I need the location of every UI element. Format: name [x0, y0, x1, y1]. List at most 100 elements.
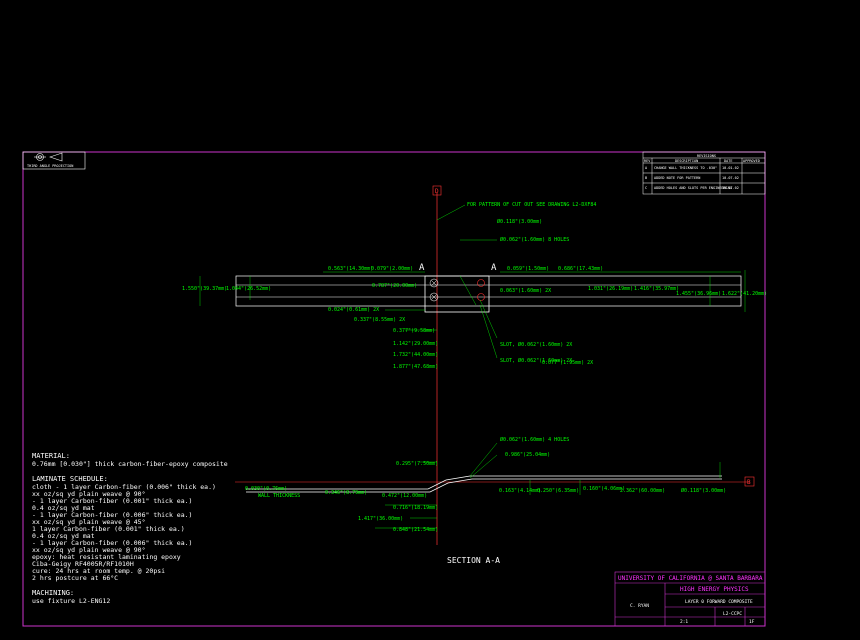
dim-bottom-d: 1.142"(29.00mm): [393, 341, 438, 347]
sec-dim-b: 0.472"(12.00mm): [382, 493, 427, 499]
datum-d-box: [432, 185, 442, 196]
datum-d-label: D: [435, 188, 439, 195]
revision-rev: A: [645, 166, 648, 170]
sec-dim-last: Ø0.118"(3.00mm): [681, 487, 726, 494]
dim-left-inner: 1.044"(26.52mm): [226, 286, 271, 292]
third-angle-projection-icon: [34, 152, 63, 162]
scale-value: 2:1: [680, 619, 688, 625]
plan-dimension-lines: [199, 204, 746, 359]
sec-dim-d: 1.417"(36.00mm): [358, 516, 403, 522]
hole-4-callout: Ø0.062"(1.60mm) 4 HOLES: [500, 436, 569, 443]
dim-top-left: 0.563"(14.30mm): [328, 266, 373, 272]
section-dimension-lines: [375, 442, 721, 529]
dim-bottom-c: 0.377"(9.58mm): [393, 328, 435, 334]
laminate-line: 1 layer Carbon-fiber (0.001" thick ea.): [32, 525, 185, 533]
dim-bottom-f: 1.877"(47.68mm): [393, 364, 438, 370]
slot1-callout: SLOT, Ø0.062"(1.60mm) 2X: [500, 341, 572, 348]
title-block: [614, 571, 766, 627]
laminate-line: - 1 layer Carbon-fiber (0.001" thick ea.…: [32, 497, 192, 505]
revision-col-date: DATE: [724, 159, 732, 163]
revision-rows: A CHANGE WALL THICKNESS TO .030" 10-01-0…: [645, 166, 739, 190]
revision-col-desc: DESCRIPTION: [675, 159, 698, 163]
dim-right-2: 1.416"(35.97mm): [634, 286, 679, 292]
sec-dim-g: 0.250"(6.35mm): [537, 488, 579, 494]
dim-slot-2x: 0.077"(1.95mm) 2X: [542, 360, 593, 366]
pattern-callout: FOR PATTERN OF CUT OUT SEE DRAWING L2-DX…: [467, 202, 596, 208]
mounting-holes: [429, 278, 439, 302]
laminate-line: 0.4 oz/sq yd mat: [32, 532, 95, 540]
sheet-value: 1F: [749, 619, 755, 625]
department-name: HIGH ENERGY PHYSICS: [680, 586, 749, 593]
revision-date: 10-17-02: [722, 186, 739, 190]
datum-b-box: [744, 476, 755, 487]
projection-label: THIRD ANGLE PROJECTION: [27, 164, 73, 168]
laminate-line: Ciba-Geigy RF4005R/RF1010H: [32, 560, 134, 568]
sec-dim-f: 0.163"(4.14mm): [499, 488, 541, 494]
revision-rev: B: [645, 176, 647, 180]
laminate-line: xx oz/sq yd plain weave @ 45°: [32, 518, 146, 526]
sec-dim-i: 2.362"(60.00mm): [620, 488, 665, 494]
section-view: [246, 475, 722, 493]
dim-left-mid: 0.787"(20.00mm): [372, 283, 417, 289]
dim-bottom-a: 0.024"(0.61mm) 2X: [328, 307, 379, 313]
university-name: UNIVERSITY OF CALIFORNIA @ SANTA BARBARA: [618, 575, 763, 582]
laminate-line: cure: 24 hrs at room temp. @ 20psi: [32, 567, 165, 575]
revision-desc: CHANGE WALL THICKNESS TO .030": [654, 166, 717, 170]
sec-dim-wall: 0.030"(0.76mm): [245, 486, 287, 492]
revision-rev: C: [645, 186, 647, 190]
plan-view: [235, 275, 742, 313]
sec-dim-h: 0.160"(4.06mm): [583, 486, 625, 492]
machining-heading: MACHINING:: [32, 589, 74, 597]
section-mark-left: A: [419, 263, 425, 273]
drawn-by: C. RYAN: [630, 603, 649, 609]
dim-right-3: 1.455"(36.96mm): [676, 291, 721, 297]
datum-b-label: B: [747, 479, 751, 486]
laminate-line: xx oz/sq yd plain weave @ 90°: [32, 490, 146, 498]
dwg-number: L2-CCPC: [723, 611, 742, 617]
revision-date: 10-07-02: [722, 176, 739, 180]
wall-callout: WALL THICKNESS: [258, 493, 300, 499]
sec-dim-top: 0.295"(7.50mm): [396, 461, 438, 467]
dim-right-1: 1.031"(26.19mm): [588, 286, 633, 292]
projection-block: THIRD ANGLE PROJECTION: [22, 151, 86, 170]
machining-text: use fixture L2-ENG12: [32, 597, 110, 605]
revision-desc: ADDED HOLES AND SLOTS PER ENGINEERING: [654, 186, 732, 190]
laminate-line: epoxy: heat resistant laminating epoxy: [32, 553, 181, 561]
drawing-title: LAYER 0 FORWARD COMPOSITE: [685, 599, 753, 605]
dim-bottom-e: 1.732"(44.00mm): [393, 352, 438, 358]
laminate-heading: LAMINATE SCHEDULE:: [32, 475, 108, 483]
dim-left-outer: 1.550"(39.37mm): [182, 286, 227, 292]
laminate-line: 2 hrs postcure at 66°C: [32, 574, 118, 582]
material-heading: MATERIAL:: [32, 452, 70, 460]
drawing-border: [22, 151, 766, 627]
plan-center-block: [424, 275, 490, 313]
laminate-line: - 1 layer Carbon-fiber (0.006" thick ea.…: [32, 539, 192, 547]
laminate-line: 0.4 oz/sq yd mat: [32, 504, 95, 512]
revision-date: 10-01-02: [722, 166, 739, 170]
revision-col-rev: REV: [644, 159, 651, 163]
dim-r1: Ø0.118"(3.00mm): [497, 218, 542, 225]
notes-block: MATERIAL: 0.76mm [0.030"] thick carbon-f…: [32, 452, 228, 605]
sec-dim-c: 0.716"(18.19mm): [393, 505, 438, 511]
dim-top-right2: 0.686"(17.43mm): [558, 266, 603, 272]
revision-col-approved: APPROVED: [743, 159, 760, 163]
dim-top-right1: 0.059"(1.50mm): [507, 266, 549, 272]
revision-table: [642, 151, 766, 195]
laminate-line: xx oz/sq yd plain weave @ 90°: [32, 546, 146, 554]
slot2-callout: SLOT, Ø0.062"(1.60mm) 2X: [500, 357, 572, 364]
slot-holes: [477, 279, 485, 301]
dim-mid-2x: 0.063"(1.60mm) 2X: [500, 288, 551, 294]
material-text: 0.76mm [0.030"] thick carbon-fiber-epoxy…: [32, 460, 228, 468]
section-title: SECTION A-A: [447, 556, 500, 565]
dim-right-outer: 1.622"(41.20mm): [722, 291, 767, 297]
revision-header: REVISIONS: [697, 154, 716, 158]
laminate-line: - 1 layer Carbon-fiber (0.006" thick ea.…: [32, 511, 192, 519]
laminate-line: cloth - 1 layer Carbon-fiber (0.006" thi…: [32, 483, 216, 491]
sec-dim-e: 0.848"(21.54mm): [393, 527, 438, 533]
sec-dim-j: 0.986"(25.04mm): [505, 452, 550, 458]
hole-8-callout: Ø0.062"(1.60mm) 8 HOLES: [500, 236, 569, 243]
dim-top-mid: 0.079"(2.00mm): [371, 266, 413, 272]
dim-bottom-b: 0.337"(8.55mm) 2X: [354, 317, 405, 323]
revision-desc: ADDED NOTE FOR PATTERN: [654, 176, 700, 180]
